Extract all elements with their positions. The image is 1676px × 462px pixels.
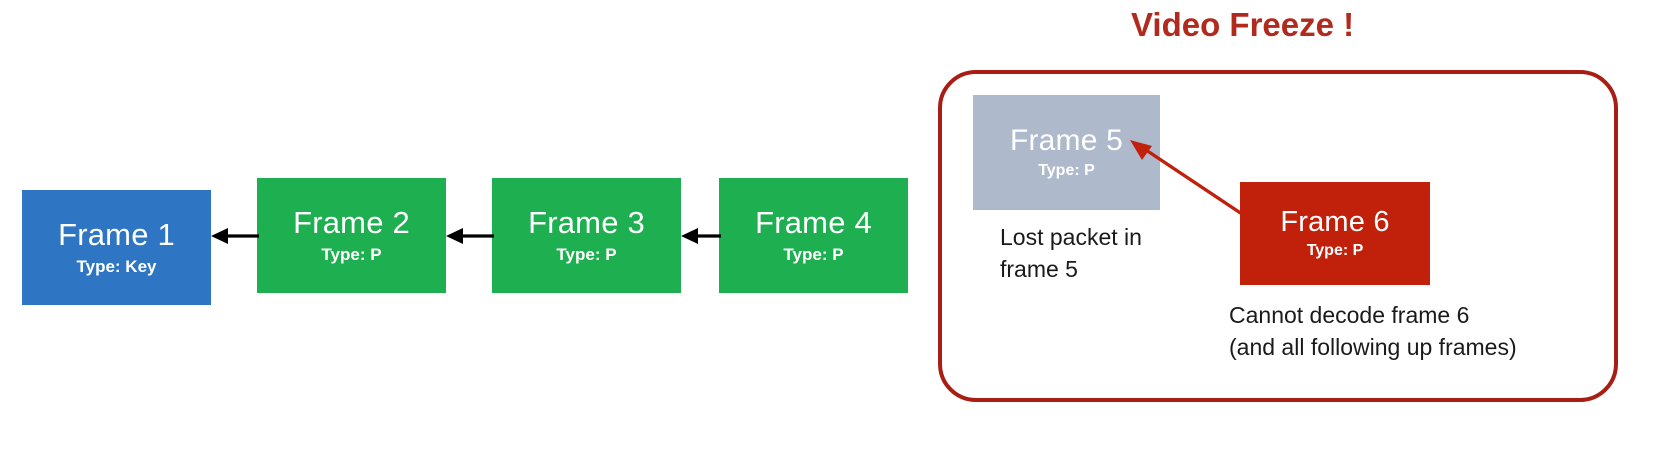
frame-box-5: Frame 5 Type: P: [973, 95, 1160, 210]
lost-packet-caption: Lost packet in frame 5: [1000, 224, 1142, 282]
frame-4-type: Type: P: [783, 244, 844, 264]
dependency-arrow-2-to-1: [211, 228, 259, 244]
page-title: Video Freeze !: [1131, 6, 1355, 43]
frame-box-2: Frame 2 Type: P: [257, 178, 446, 293]
frame-6-type: Type: P: [1306, 242, 1364, 260]
frame-1-title: Frame 1: [58, 217, 175, 253]
frame-5-title: Frame 5: [1009, 124, 1124, 158]
cannot-decode-caption: Cannot decode frame 6 (and all following…: [1229, 302, 1517, 360]
frame-4-title: Frame 4: [755, 205, 872, 241]
frame-box-1: Frame 1 Type: Key: [22, 190, 211, 305]
frame-box-3: Frame 3 Type: P: [492, 178, 681, 293]
error-arrow-6-to-5: [1130, 140, 1255, 224]
dependency-arrow-3-to-2: [446, 228, 494, 244]
frame-2-title: Frame 2: [293, 205, 410, 241]
frame-1-type: Type: Key: [76, 256, 157, 276]
frame-box-6: Frame 6 Type: P: [1240, 182, 1430, 285]
dependency-arrow-4-to-3: [681, 228, 721, 244]
frame-3-title: Frame 3: [528, 205, 645, 241]
frame-3-type: Type: P: [556, 244, 617, 264]
frame-box-4: Frame 4 Type: P: [719, 178, 908, 293]
frame-2-type: Type: P: [321, 244, 382, 264]
frame-5-type: Type: P: [1038, 161, 1095, 179]
video-freeze-container: [938, 70, 1618, 402]
frame-6-title: Frame 6: [1280, 205, 1390, 238]
